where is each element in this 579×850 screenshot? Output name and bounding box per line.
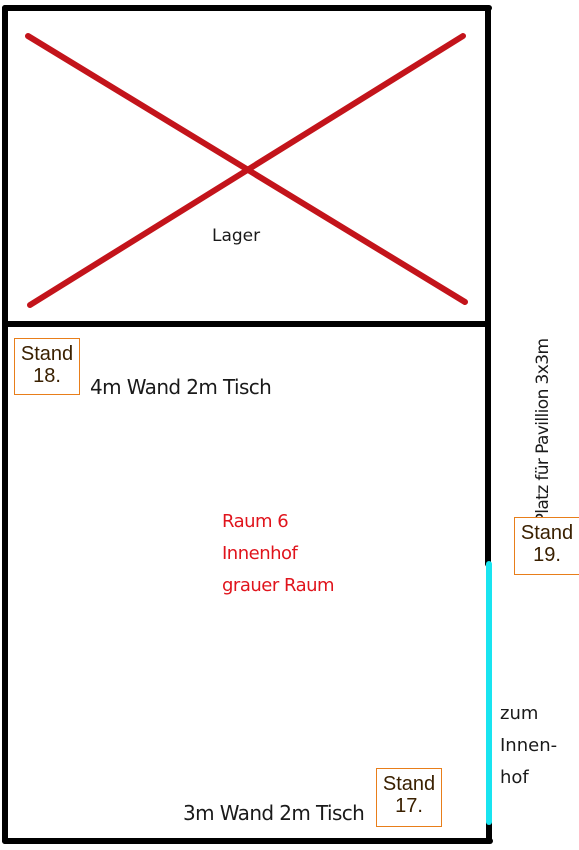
room-title-line-1: Raum 6	[222, 511, 289, 532]
room-title: Raum 6 Innenhof grauer Raum	[222, 506, 335, 602]
stand-18-number: 18.	[33, 365, 61, 387]
courtyard-note-line-1: zum	[500, 703, 539, 724]
room-title-line-3: grauer Raum	[222, 575, 335, 596]
stand-19-box: Stand 19.	[514, 517, 579, 575]
stand-17-note: 3m Wand 2m Tisch	[183, 801, 365, 825]
crossed-out-line-2	[27, 33, 466, 308]
stand-17-box: Stand 17.	[376, 768, 442, 827]
stand-19-label: Stand	[520, 522, 574, 544]
courtyard-note-line-3: hof	[500, 767, 529, 788]
stand-17-number: 17.	[395, 795, 423, 817]
storage-label: Lager	[212, 226, 261, 246]
room-title-line-2: Innenhof	[222, 543, 298, 564]
courtyard-entrance-note: zum Innen- hof	[500, 698, 557, 794]
stand-17-label: Stand	[382, 773, 436, 795]
stand-18-label: Stand	[20, 343, 74, 365]
courtyard-note-line-2: Innen-	[500, 735, 558, 756]
stand-18-note: 4m Wand 2m Tisch	[90, 375, 272, 399]
pavilion-note: Platz für Pavillion 3x3m	[533, 338, 553, 524]
stand-19-number: 19.	[533, 544, 561, 566]
stand-18-box: Stand 18.	[14, 338, 80, 395]
